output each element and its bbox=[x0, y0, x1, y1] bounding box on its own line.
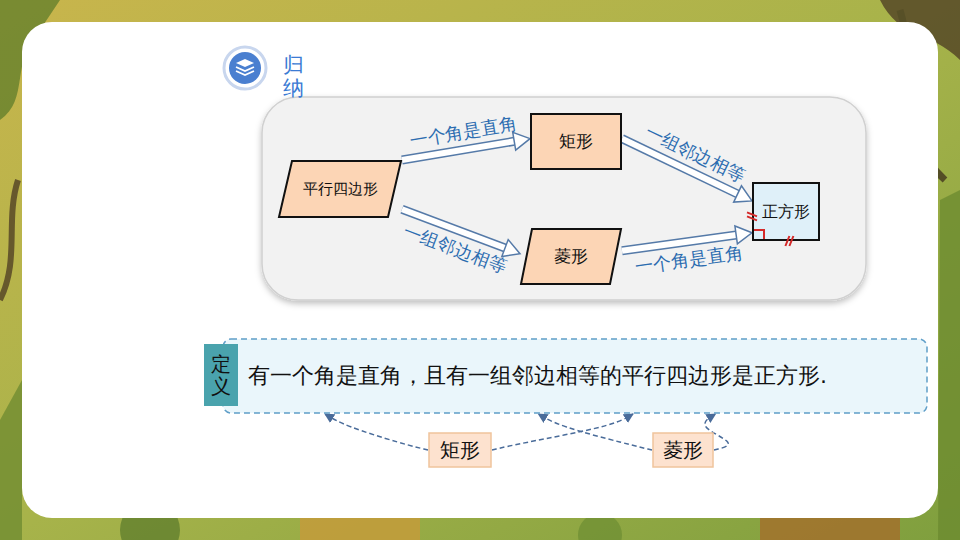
summary-icon bbox=[224, 47, 266, 89]
edge-label: 一个角是直角 bbox=[634, 241, 744, 277]
content-panel bbox=[22, 22, 938, 518]
arrow-head bbox=[735, 226, 752, 244]
parallelogram-shape bbox=[279, 161, 401, 217]
dashed-arrow bbox=[325, 414, 428, 450]
node-label: 菱形 bbox=[554, 246, 588, 266]
definition-tag: 定义 bbox=[204, 344, 238, 406]
arrow-head bbox=[513, 132, 530, 150]
node-label: 矩形 bbox=[559, 131, 593, 151]
dashed-curve bbox=[325, 414, 428, 450]
tag-box: 菱形 bbox=[652, 432, 714, 468]
parallelogram-shape bbox=[521, 229, 621, 284]
arrow-head bbox=[734, 186, 752, 202]
flow-panel bbox=[262, 97, 866, 300]
shape-box: 菱形 bbox=[520, 228, 622, 285]
node-label: 菱形 bbox=[663, 438, 703, 462]
rect-shape bbox=[653, 433, 713, 467]
rect-shape bbox=[531, 114, 621, 169]
node-label: 矩形 bbox=[440, 438, 480, 462]
dashed-arrow bbox=[538, 414, 652, 450]
node-label: 正方形 bbox=[762, 202, 810, 221]
shape-box: 正方形 bbox=[752, 182, 820, 241]
node-label: 平行四边形 bbox=[303, 180, 378, 198]
arrow-head bbox=[502, 240, 520, 257]
rect-shape bbox=[753, 183, 819, 240]
section-heading: 归纳 bbox=[283, 54, 304, 100]
tag-box: 矩形 bbox=[428, 432, 492, 468]
dashed-curve bbox=[492, 414, 633, 450]
definition-text: 有一个角是直角，且有一组邻边相等的平行四边形是正方形. bbox=[248, 363, 827, 389]
edge-label: 一个角是直角 bbox=[408, 112, 518, 151]
dashed-arrow bbox=[492, 414, 633, 450]
rect-shape bbox=[429, 433, 491, 467]
dashed-curve bbox=[538, 414, 652, 450]
definition-box: 定义有一个角是直角，且有一组邻边相等的平行四边形是正方形. bbox=[222, 338, 928, 414]
edge-label: 一组邻边相等 bbox=[400, 219, 509, 277]
edge-label: 一组邻边相等 bbox=[641, 120, 748, 186]
shape-box: 平行四边形 bbox=[278, 160, 402, 218]
shape-box: 矩形 bbox=[530, 113, 622, 170]
definition-frame bbox=[223, 339, 927, 413]
